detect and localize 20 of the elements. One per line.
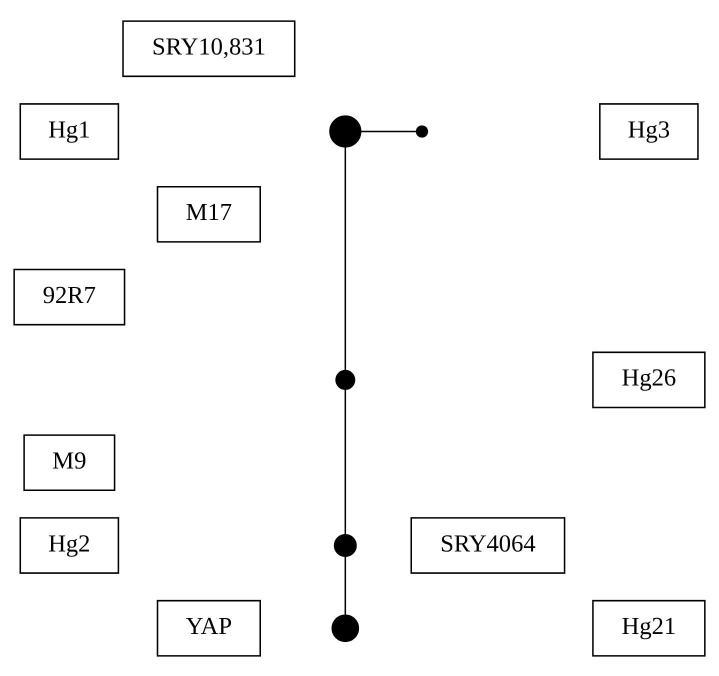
node-box: Hg21 <box>592 599 706 656</box>
node-box: Hg26 <box>592 351 706 408</box>
node-box: Hg1 <box>20 102 120 160</box>
node-box: YAP <box>156 599 261 656</box>
connector <box>344 388 346 534</box>
node-box: Hg3 <box>599 102 699 160</box>
node-circle <box>334 533 357 556</box>
node-box: M17 <box>156 185 261 242</box>
connector <box>344 556 346 614</box>
node-circle <box>335 369 356 390</box>
node-circle <box>416 124 428 138</box>
node-box: 92R7 <box>13 268 126 325</box>
node-box: SRY4064 <box>410 516 566 574</box>
node-circle <box>332 614 360 642</box>
connector <box>344 146 346 370</box>
node-box: Hg2 <box>20 516 120 574</box>
connector <box>360 130 416 132</box>
node-box: M9 <box>23 434 116 491</box>
node-circle <box>329 114 362 148</box>
node-box: SRY10,831 <box>122 20 296 77</box>
